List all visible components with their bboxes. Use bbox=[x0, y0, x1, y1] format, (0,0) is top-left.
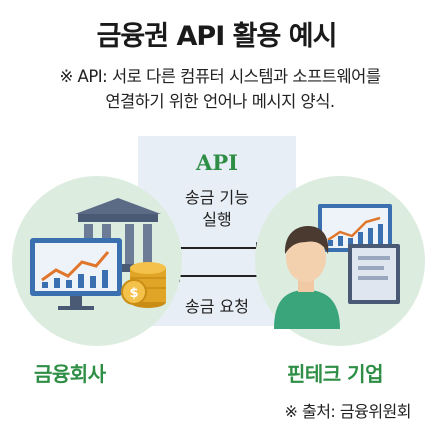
svg-text:$: $ bbox=[129, 286, 138, 301]
flow-label-execute: 송금 기능 실행 bbox=[138, 187, 296, 231]
flow-execute-line-2: 실행 bbox=[202, 210, 232, 229]
page-title: 금융권 API 활용 예시 bbox=[96, 21, 338, 52]
arrow-right-icon bbox=[176, 242, 266, 254]
arrow-left-icon bbox=[170, 270, 260, 282]
flow-execute-line-1: 송금 기능 bbox=[185, 188, 249, 207]
person-icon bbox=[274, 226, 340, 329]
financial-company-label: 금융회사 bbox=[34, 362, 106, 386]
api-definition-note: ※ API: 서로 다른 컴퓨터 시스템과 소프트웨어를 연결하기 위한 언어나… bbox=[20, 64, 420, 114]
front-monitor-icon bbox=[348, 244, 400, 304]
coin-stack-icon: $ bbox=[121, 262, 166, 308]
source-credit: ※ 출처: 금융위원회 bbox=[284, 402, 411, 421]
note-line-1: ※ API: 서로 다른 컴퓨터 시스템과 소프트웨어를 bbox=[59, 67, 381, 86]
flow-label-request: 송금 요청 bbox=[185, 297, 249, 316]
fintech-illustration bbox=[274, 204, 400, 329]
fintech-company-label: 핀테크 기업 bbox=[287, 362, 383, 386]
arrows bbox=[170, 242, 266, 282]
api-label: API bbox=[196, 150, 238, 175]
monitor-chart-icon bbox=[30, 238, 122, 310]
back-monitor-icon bbox=[318, 204, 392, 252]
bank-illustration: $ bbox=[30, 198, 166, 310]
note-line-2: 연결하기 위한 언어나 메시지 양식. bbox=[105, 92, 335, 111]
